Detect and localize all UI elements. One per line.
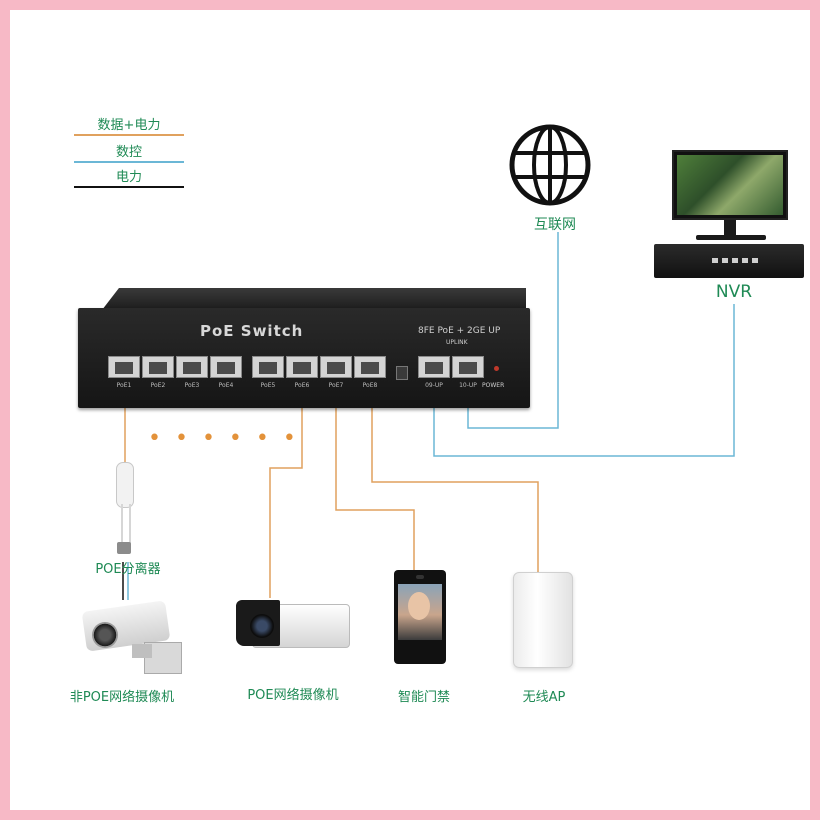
port-label-poe6: PoE6: [294, 382, 310, 389]
monitor-stand: [724, 220, 736, 236]
line-uplink-internet: [467, 232, 559, 429]
non-poe-camera-label: 非POE网络摄像机: [69, 690, 175, 705]
port-label-uplink-10: 10-UP: [459, 382, 477, 389]
port-label-poe3: PoE3: [184, 382, 200, 389]
port-label-poe5: PoE5: [260, 382, 276, 389]
legend-line-data-power: [74, 134, 184, 136]
power-led: [494, 366, 499, 371]
port-poe2: [142, 356, 174, 378]
port-label-poe4: PoE4: [218, 382, 234, 389]
connection-lines: [122, 232, 735, 600]
non-poe-camera-lens: [92, 622, 118, 648]
monitor: [672, 150, 788, 220]
more-ports-ellipsis: ••••••: [148, 426, 310, 451]
nvr-device: [654, 244, 804, 278]
line-poe6-camera: [269, 388, 303, 598]
port-poe8: [354, 356, 386, 378]
port-label-poe7: PoE7: [328, 382, 344, 389]
monitor-base: [696, 235, 766, 240]
port-poe5: [252, 356, 284, 378]
line-uplink-nvr: [433, 304, 735, 457]
globe-icon: [509, 124, 591, 206]
poe-switch: PoE Switch 8FE PoE + 2GE UP UPLINK PoE1 …: [78, 308, 530, 408]
poe-splitter-cable: [121, 504, 131, 548]
legend: 数据+电力 数控 电力: [74, 114, 194, 194]
line-poe7-access: [335, 388, 415, 570]
mode-switch: [396, 366, 408, 380]
port-poe4: [210, 356, 242, 378]
port-poe6: [286, 356, 318, 378]
poe-splitter-plug: [117, 542, 131, 554]
poe-splitter: [116, 462, 134, 508]
poe-camera-label: POE网络摄像机: [247, 688, 339, 703]
wireless-ap: [513, 572, 573, 668]
poe-camera: [230, 598, 350, 658]
port-label-poe1: PoE1: [116, 382, 132, 389]
splitter-label: POE分离器: [95, 562, 161, 577]
line-poe8-ap: [371, 388, 539, 572]
monitor-screen: [677, 155, 783, 215]
non-poe-camera: [74, 600, 184, 678]
nvr-label: NVR: [715, 282, 753, 302]
legend-label-data-power: 数据+电力: [97, 118, 161, 133]
internet-label: 互联网: [534, 217, 576, 233]
switch-top: [102, 288, 526, 310]
legend-line-data: [74, 161, 184, 163]
port-uplink-9: [418, 356, 450, 378]
port-label-poe2: PoE2: [150, 382, 166, 389]
legend-line-power: [74, 186, 184, 188]
access-control-terminal: [394, 570, 446, 664]
switch-title: PoE Switch: [200, 322, 304, 340]
port-poe7: [320, 356, 352, 378]
non-poe-camera-arm: [132, 644, 152, 658]
legend-label-power: 电力: [115, 170, 142, 185]
nvr-panel-light: [712, 258, 762, 263]
switch-uplink-label: UPLINK: [446, 339, 468, 346]
port-label-uplink-9: 09-UP: [425, 382, 443, 389]
access-control-label: 智能门禁: [397, 690, 450, 705]
poe-camera-lens: [250, 614, 274, 638]
legend-label-data: 数控: [115, 145, 142, 160]
diagram-canvas: 数据+电力 数控 电力 互联网 NVR PoE: [10, 10, 810, 810]
power-label: POWER: [482, 382, 505, 389]
port-poe1: [108, 356, 140, 378]
access-control-camera: [416, 575, 424, 579]
port-uplink-10: [452, 356, 484, 378]
access-control-face: [408, 592, 430, 620]
wireless-ap-label: 无线AP: [522, 690, 566, 705]
port-poe3: [176, 356, 208, 378]
port-label-poe8: PoE8: [362, 382, 378, 389]
switch-subtitle: 8FE PoE + 2GE UP: [418, 326, 501, 336]
